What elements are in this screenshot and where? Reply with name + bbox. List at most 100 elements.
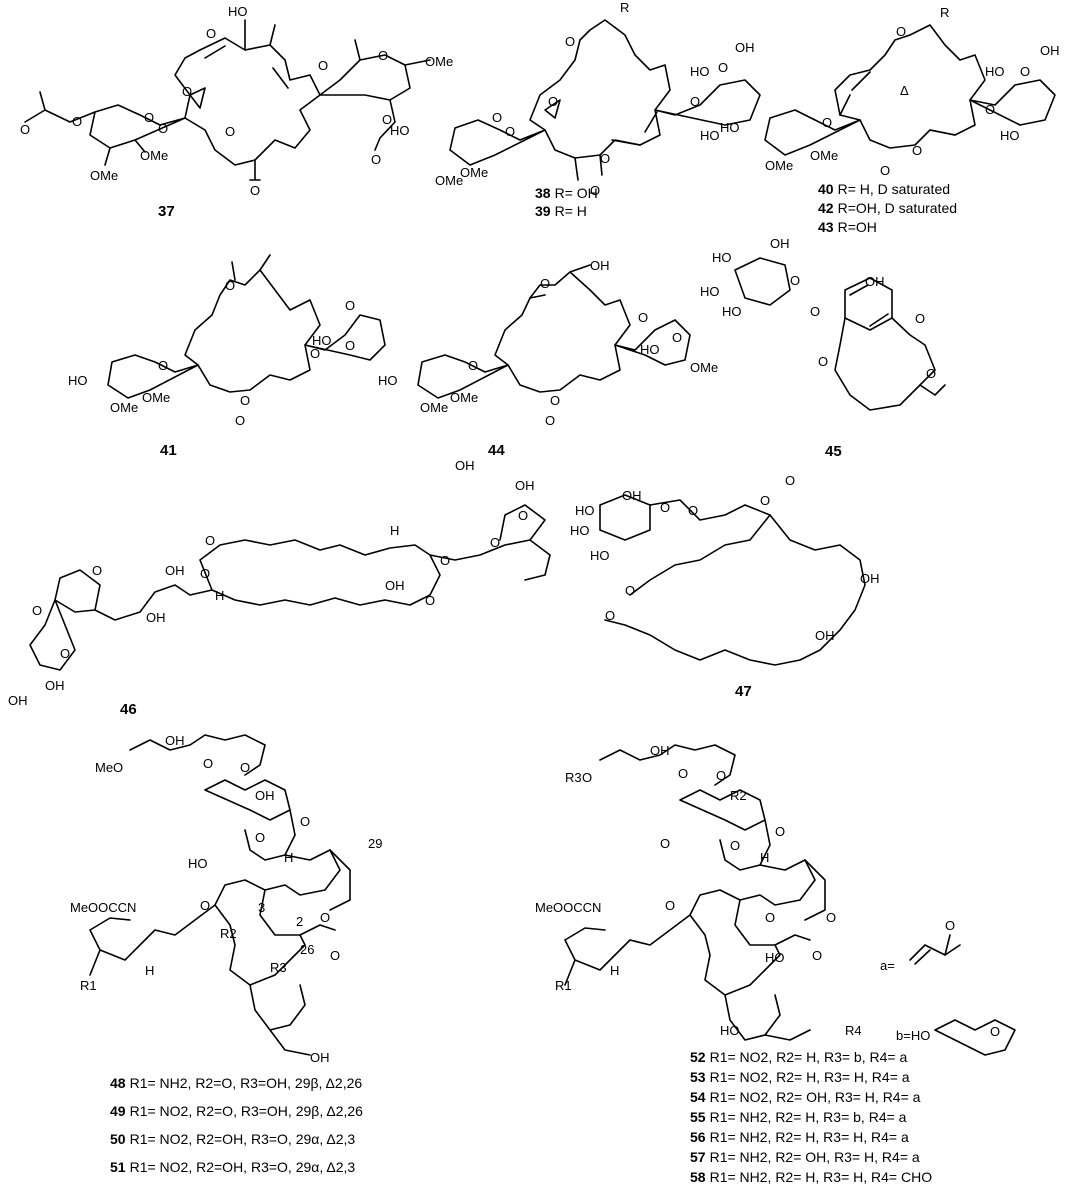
atom-label-oh: OH bbox=[860, 571, 880, 586]
atom-label-ome: OMe bbox=[450, 390, 478, 405]
compound-substituents: R1= NH2, R2= H, R3= H, R4= CHO bbox=[710, 1169, 933, 1185]
atom-label-r1: R1 bbox=[80, 978, 97, 993]
atom-label-ho: HO bbox=[700, 284, 720, 299]
atom-label-h: H bbox=[145, 963, 154, 978]
compound-number: 50 bbox=[110, 1131, 126, 1147]
atom-label-o: O bbox=[492, 110, 502, 125]
atom-label-o: O bbox=[785, 473, 795, 488]
atom-label-o: O bbox=[425, 593, 435, 608]
atom-label-o: O bbox=[990, 1024, 1000, 1039]
atom-label-o: O bbox=[945, 918, 955, 933]
atom-label-ho: HO bbox=[228, 4, 248, 19]
atom-label-o: O bbox=[718, 60, 728, 75]
atom-label-o: O bbox=[300, 814, 310, 829]
atom-label-o: O bbox=[205, 533, 215, 548]
atom-label-o: O bbox=[235, 413, 245, 428]
atom-label-o: O bbox=[688, 503, 698, 518]
compound-number: 49 bbox=[110, 1103, 126, 1119]
atom-label-o: O bbox=[915, 311, 925, 326]
compound-number: 39 bbox=[535, 203, 551, 219]
atom-label-o: O bbox=[345, 298, 355, 313]
compound-number: 43 bbox=[818, 219, 834, 235]
atom-label-r1: R1 bbox=[555, 978, 572, 993]
compound-number: 41 bbox=[160, 442, 177, 459]
atom-label-carbamate: MeOOCCN bbox=[535, 900, 601, 915]
atom-label-o: O bbox=[225, 278, 235, 293]
atom-label-o: O bbox=[1020, 64, 1030, 79]
atom-label-29: 29 bbox=[368, 836, 382, 851]
atom-label-o: O bbox=[318, 58, 328, 73]
atom-label-ho: HO bbox=[765, 950, 785, 965]
atom-label-ome: OMe bbox=[142, 390, 170, 405]
atom-label-r3: R3 bbox=[270, 960, 287, 975]
atom-label-o: O bbox=[550, 393, 560, 408]
compound-number: 55 bbox=[690, 1109, 706, 1125]
compound-number: 40 bbox=[818, 181, 834, 197]
atom-label-o: O bbox=[638, 310, 648, 325]
atom-label-o: O bbox=[818, 354, 828, 369]
atom-label-oh: OH bbox=[815, 628, 835, 643]
atom-label-o: O bbox=[382, 112, 392, 127]
atom-label-ome: OMe bbox=[420, 400, 448, 415]
atom-label-h: H bbox=[610, 963, 619, 978]
atom-label-o: O bbox=[330, 948, 340, 963]
atom-label-h: H bbox=[760, 850, 769, 865]
atom-label-ome: OMe bbox=[90, 168, 118, 183]
atom-label-26: 26 bbox=[300, 942, 314, 957]
atom-label-oh: OH bbox=[622, 488, 642, 503]
atom-label-o: O bbox=[760, 493, 770, 508]
atom-label-o: O bbox=[590, 183, 600, 198]
compound-substituents: R= OH bbox=[555, 185, 598, 201]
atom-label-ho: HO bbox=[590, 548, 610, 563]
atom-label-ho: HO bbox=[722, 304, 742, 319]
atom-label-o: O bbox=[765, 910, 775, 925]
atom-label-ho: HO bbox=[570, 523, 590, 538]
atom-label-ho: HO bbox=[390, 123, 410, 138]
atom-label-o: O bbox=[60, 646, 70, 661]
atom-label-o: O bbox=[600, 151, 610, 166]
atom-label-o: O bbox=[812, 948, 822, 963]
structure-41: O O O O HO O O HO O OMe OMe 41 bbox=[68, 254, 386, 459]
atom-label-ome: OMe bbox=[140, 148, 168, 163]
atom-label-ome: OMe bbox=[435, 173, 463, 188]
atom-label-o: O bbox=[310, 346, 320, 361]
atom-label-o: O bbox=[225, 124, 235, 139]
atom-label-h: H bbox=[284, 850, 293, 865]
atom-label-o: O bbox=[20, 122, 30, 137]
compound-substituents: R=OH, D saturated bbox=[838, 200, 957, 216]
atom-label-o: O bbox=[72, 114, 82, 129]
atom-label-o: O bbox=[582, 770, 592, 785]
atom-label-o: O bbox=[605, 608, 615, 623]
atom-label-o: O bbox=[144, 110, 154, 125]
atom-label-ome: OMe bbox=[110, 400, 138, 415]
compound-substituents: R=OH bbox=[838, 219, 877, 235]
atom-label-o: O bbox=[440, 553, 450, 568]
compound-substituents: R= H bbox=[555, 203, 587, 219]
compound-substituents: R1= NH2, R2= H, R3= b, R4= a bbox=[710, 1109, 907, 1125]
atom-label-o: O bbox=[320, 910, 330, 925]
compound-substituents: R1= NH2, R2= H, R3= H, R4= a bbox=[710, 1129, 909, 1145]
compound-substituents: R1= NO2, R2=O, R3=OH, 29β, Δ2,26 bbox=[130, 1103, 364, 1119]
atom-label-o: O bbox=[790, 273, 800, 288]
atom-label-o: O bbox=[665, 898, 675, 913]
atom-label-o: O bbox=[518, 508, 528, 523]
atom-label-o: O bbox=[540, 276, 550, 291]
atom-label-o: O bbox=[625, 583, 635, 598]
structure-48-51: OH MeO OH O O O O HO H 29 MeOOCCN O 3 R2… bbox=[70, 733, 382, 1175]
compound-number: 47 bbox=[735, 683, 752, 700]
atom-label-ho: HO bbox=[188, 856, 208, 871]
atom-label-oh: OH bbox=[770, 236, 790, 251]
substituent-b-label: b=HO bbox=[896, 1028, 930, 1043]
atom-label-ho: HO bbox=[700, 128, 720, 143]
atom-label-o: O bbox=[775, 824, 785, 839]
atom-label-o: O bbox=[32, 603, 42, 618]
atom-label-oh: OH bbox=[590, 258, 610, 273]
atom-label-o: O bbox=[158, 121, 168, 136]
